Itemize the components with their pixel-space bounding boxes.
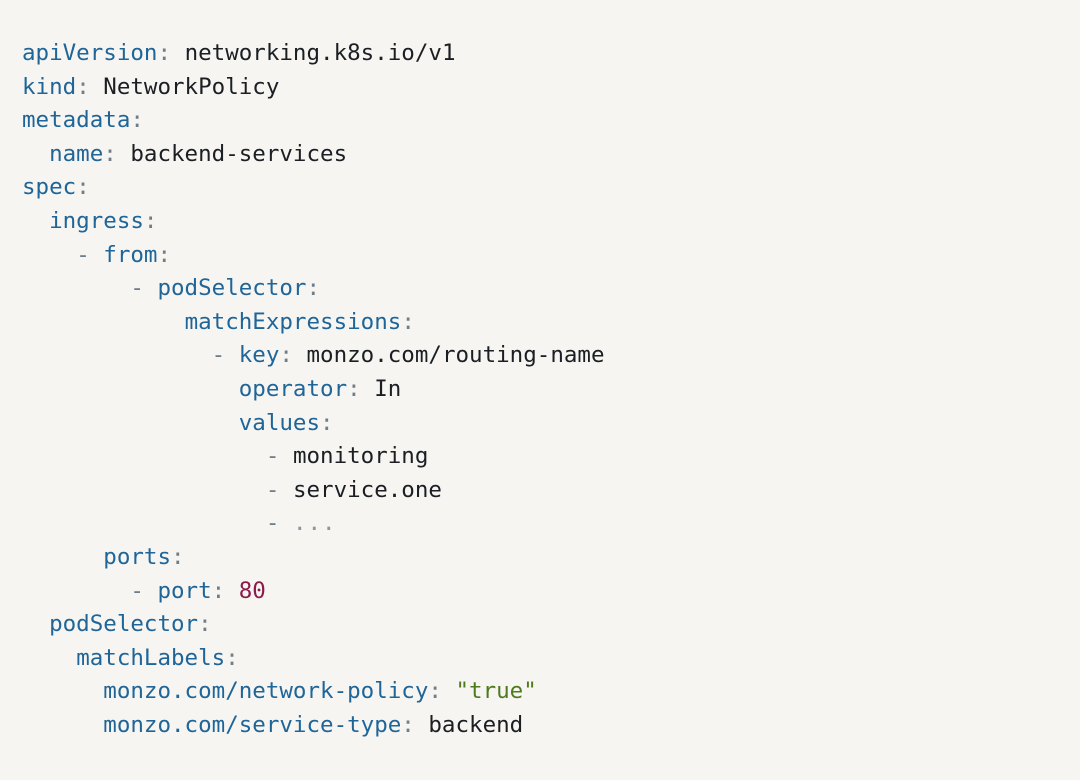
code-line: ingress:	[22, 205, 605, 239]
colon: :	[130, 107, 144, 134]
colon: :	[225, 644, 239, 671]
list-dash: -	[130, 275, 144, 302]
colon: :	[401, 711, 415, 738]
yaml-key: ingress	[49, 207, 144, 234]
yaml-value: networking.k8s.io/v1	[184, 40, 456, 66]
code-line: - from:	[22, 239, 605, 273]
yaml-key: name	[49, 140, 104, 167]
yaml-key: key	[238, 342, 280, 369]
yaml-key: podSelector	[157, 275, 307, 302]
yaml-key: kind	[22, 73, 77, 100]
colon: :	[320, 409, 334, 436]
yaml-string-value: "true"	[455, 678, 537, 705]
code-line: operator: In	[22, 373, 605, 407]
colon: :	[76, 73, 90, 100]
code-line: ports:	[22, 541, 605, 575]
yaml-key: matchLabels	[76, 644, 226, 671]
yaml-key: from	[103, 241, 158, 268]
colon: :	[428, 678, 442, 705]
yaml-key: metadata	[22, 107, 131, 134]
yaml-key: monzo.com/network-policy	[103, 678, 429, 705]
code-line: monzo.com/service-type: backend	[22, 709, 605, 743]
yaml-key: monzo.com/service-type	[103, 711, 402, 738]
list-dash: -	[130, 577, 144, 604]
list-dash: -	[265, 476, 280, 503]
colon: :	[401, 308, 415, 335]
colon: :	[171, 543, 185, 570]
yaml-number-value: 80	[238, 577, 266, 604]
yaml-value: backend-services	[130, 140, 348, 167]
code-line: - key: monzo.com/routing-name	[22, 339, 605, 373]
code-line: - ...	[22, 507, 605, 541]
yaml-key: apiVersion	[22, 40, 158, 66]
list-dash: -	[211, 342, 226, 369]
colon: :	[103, 140, 117, 167]
colon: :	[157, 40, 172, 66]
yaml-value: monzo.com/routing-name	[306, 342, 605, 369]
code-line: - port: 80	[22, 575, 605, 609]
yaml-key: values	[238, 409, 321, 436]
code-line: - monitoring	[22, 440, 605, 474]
code-line: - service.one	[22, 474, 605, 508]
yaml-key: podSelector	[49, 611, 199, 638]
colon: :	[211, 577, 226, 604]
list-dash: -	[265, 510, 280, 537]
code-line: kind: NetworkPolicy	[22, 71, 605, 105]
colon: :	[143, 207, 158, 234]
yaml-key: matchExpressions	[184, 308, 402, 335]
list-dash: -	[265, 443, 280, 470]
code-line: - podSelector:	[22, 272, 605, 306]
yaml-key: port	[157, 577, 212, 604]
yaml-key: operator	[238, 375, 348, 402]
colon: :	[347, 375, 361, 402]
code-line: matchExpressions:	[22, 306, 605, 340]
colon: :	[279, 342, 293, 369]
code-line: matchLabels:	[22, 642, 605, 676]
code-line: name: backend-services	[22, 138, 605, 172]
code-line: values:	[22, 407, 605, 441]
colon: :	[157, 241, 172, 268]
colon: :	[198, 611, 212, 638]
yaml-value: In	[374, 375, 402, 402]
yaml-value: service.one	[292, 476, 442, 503]
colon: :	[306, 275, 321, 302]
yaml-value: monitoring	[292, 443, 429, 470]
yaml-value: backend	[428, 711, 524, 738]
code-line: apiVersion: networking.k8s.io/v1	[22, 37, 605, 71]
yaml-value: NetworkPolicy	[103, 73, 280, 100]
code-line: spec:	[22, 171, 605, 205]
code-line: podSelector:	[22, 608, 605, 642]
code-line: monzo.com/network-policy: "true"	[22, 675, 605, 709]
colon: :	[76, 174, 90, 201]
list-dash: -	[76, 241, 90, 268]
code-line: metadata:	[22, 104, 605, 138]
yaml-key: ports	[103, 543, 172, 570]
yaml-key: spec	[22, 174, 77, 201]
ellipsis: ...	[292, 510, 337, 537]
